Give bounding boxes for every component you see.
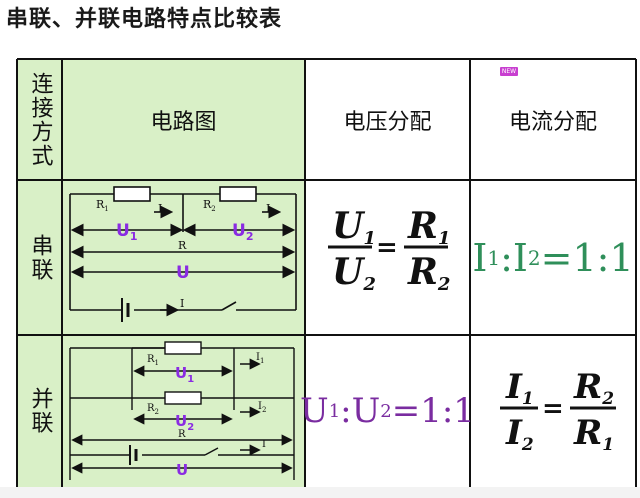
- header-current: 电流分配: [508, 109, 597, 135]
- sv-den: U2: [332, 251, 376, 295]
- pc-rden: R1: [573, 413, 614, 455]
- p-label-r1: R1: [147, 354, 159, 367]
- pc-eq: =: [542, 394, 564, 424]
- label-i1: I1: [158, 202, 167, 217]
- pc-num: I1: [505, 367, 534, 409]
- p-label-r2: R2: [147, 403, 159, 416]
- sv-rnum: R1: [407, 205, 450, 249]
- row-label-parallel: 并联: [17, 335, 62, 487]
- parallel-diagram-cell: [62, 335, 305, 487]
- pc-den: I2: [505, 413, 534, 455]
- p-label-r: R: [178, 429, 186, 440]
- header-connection: 连接方式: [17, 59, 62, 180]
- label-u2: U2: [232, 221, 253, 243]
- new-badge: NEW: [500, 67, 518, 76]
- header-voltage: 电压分配: [343, 109, 432, 135]
- p-label-u: U: [176, 461, 188, 479]
- header-circuit: 电路图: [62, 59, 305, 180]
- label-r: R: [178, 239, 187, 252]
- label-u: U: [176, 263, 190, 283]
- p-label-i: I: [262, 439, 266, 450]
- page-title: 串联、并联电路特点比较表: [6, 7, 283, 32]
- sv-num: U1: [332, 205, 376, 249]
- label-i2: I2: [266, 202, 275, 217]
- label-i: I: [180, 297, 184, 310]
- p-label-u1: U1: [175, 364, 194, 385]
- label-r2: R2: [203, 198, 216, 213]
- bottom-edge: [0, 487, 640, 498]
- label-u1: U1: [116, 221, 137, 243]
- sv-eq: =: [376, 233, 398, 263]
- sv-rden: R2: [407, 251, 450, 295]
- label-r1: R1: [96, 198, 109, 213]
- row-label-series: 串联: [17, 180, 62, 335]
- p-label-i1: I1: [256, 352, 264, 365]
- p-label-i2: I2: [258, 401, 266, 414]
- pc-rnum: R2: [573, 367, 614, 409]
- p-label-u2: U2: [175, 412, 194, 433]
